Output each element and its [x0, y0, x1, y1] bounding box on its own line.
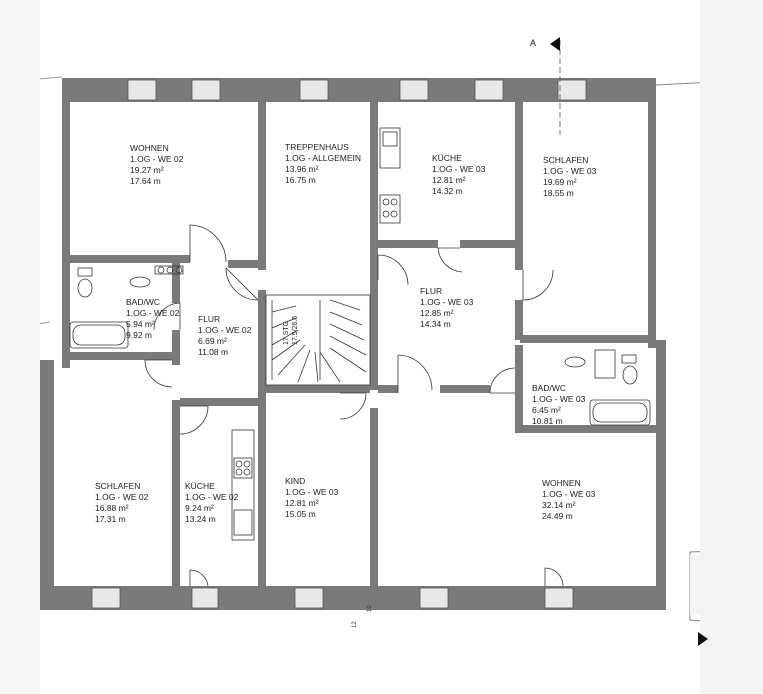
dimension-label-1: 12: [352, 621, 358, 628]
room-area: 13.96 m²: [285, 164, 319, 174]
room-area: 19.69 m²: [543, 177, 577, 187]
staircase: [265, 294, 371, 386]
gray-wash-left: [0, 0, 40, 694]
room-name: FLUR: [198, 314, 221, 324]
room-unit: 1.OG - WE 03: [420, 297, 474, 307]
door-swings: [144, 224, 564, 587]
room-perimeter: 13.24 m: [185, 514, 216, 524]
room-area: 12.85 m²: [420, 308, 454, 318]
room-unit: 1.OG - WE 03: [543, 166, 597, 176]
section-marker-label: A: [530, 38, 537, 48]
room-kueche-we03: KÜCHE 1.OG - WE 03 12.81 m² 14.32 m: [432, 153, 485, 197]
room-name: WOHNEN: [130, 143, 169, 153]
windows: [91, 79, 587, 609]
dimension-label-2: 10: [367, 605, 373, 612]
room-wohnen-we03: WOHNEN 1.OG - WE 03 32.14 m² 24.49 m: [542, 478, 595, 522]
room-schlafen-we02: SCHLAFEN 1.OG - WE 02 16.88 m² 17.31 m: [95, 481, 148, 525]
room-name: TREPPENHAUS: [285, 142, 349, 152]
room-perimeter: 11.08 m: [198, 347, 229, 357]
room-badwc-we02: BAD/WC 1.OG - WE 02 5.94 m² 9.92 m: [126, 297, 179, 341]
room-perimeter: 16.75 m: [285, 175, 316, 185]
room-unit: 1.OG - ALLGEMEIN: [285, 153, 362, 163]
room-area: 16.88 m²: [95, 503, 129, 513]
room-area: 6.45 m²: [532, 405, 561, 415]
room-area: 9.24 m²: [185, 503, 214, 513]
room-name: SCHLAFEN: [543, 155, 589, 165]
room-kueche-we02: KÜCHE 1.OG - WE 02 9.24 m² 13.24 m: [185, 481, 238, 525]
room-perimeter: 17.31 m: [95, 514, 126, 524]
fixtures: [69, 127, 651, 541]
room-unit: 1.OG - WE 02: [126, 308, 180, 318]
room-name: WOHNEN: [542, 478, 581, 488]
room-name: KIND: [285, 476, 306, 486]
room-flur-we03: FLUR 1.OG - WE 03 12.85 m² 14.34 m: [420, 286, 473, 330]
room-area: 32.14 m²: [542, 500, 576, 510]
room-perimeter: 17.64 m: [130, 176, 161, 186]
room-kind-we03: KIND 1.OG - WE 03 12.81 m² 15.05 m: [285, 476, 338, 520]
room-area: 12.81 m²: [285, 498, 319, 508]
room-unit: 1.OG - WE 02: [185, 492, 239, 502]
room-unit: 1.OG - WE 03: [432, 164, 486, 174]
stair-dimension-label: 17.5/26.6: [292, 315, 299, 345]
room-perimeter: 14.32 m: [432, 186, 463, 196]
room-name: KÜCHE: [432, 153, 462, 163]
room-area: 5.94 m²: [126, 319, 155, 329]
room-perimeter: 24.49 m: [542, 511, 573, 521]
room-perimeter: 15.05 m: [285, 509, 316, 519]
room-perimeter: 10.81 m: [532, 416, 563, 426]
stair-count-label: 17 STG: [283, 320, 290, 345]
room-perimeter: 9.92 m: [126, 330, 152, 340]
room-wohnen-we02: WOHNEN 1.OG - WE 02 19.27 m² 17.64 m: [130, 143, 183, 187]
room-perimeter: 18.55 m: [543, 188, 574, 198]
room-name: BAD/WC: [532, 383, 566, 393]
section-arrow-top: [550, 37, 560, 51]
room-unit: 1.OG - WE 02: [130, 154, 184, 164]
gray-wash-right: [700, 0, 763, 694]
room-unit: 1.OG - WE 02: [95, 492, 149, 502]
section-arrow-bottom: [698, 632, 708, 646]
interior-walls: [62, 100, 656, 586]
room-schlafen-we03: SCHLAFEN 1.OG - WE 03 19.69 m² 18.55 m: [543, 155, 596, 199]
room-name: BAD/WC: [126, 297, 160, 307]
room-unit: 1.OG - WE 03: [532, 394, 586, 404]
room-area: 6.69 m²: [198, 336, 227, 346]
room-unit: 1.OG - WE 02: [198, 325, 252, 335]
room-flur-we02: FLUR 1.OG - WE 02 6.69 m² 11.08 m: [198, 314, 251, 358]
room-unit: 1.OG - WE 03: [285, 487, 339, 497]
room-name: KÜCHE: [185, 481, 215, 491]
room-area: 19.27 m²: [130, 165, 164, 175]
room-treppenhaus: TREPPENHAUS 1.OG - ALLGEMEIN 13.96 m² 16…: [285, 142, 361, 186]
room-area: 12.81 m²: [432, 175, 466, 185]
room-name: SCHLAFEN: [95, 481, 141, 491]
room-badwc-we03: BAD/WC 1.OG - WE 03 6.45 m² 10.81 m: [532, 383, 585, 427]
room-unit: 1.OG - WE 03: [542, 489, 596, 499]
room-perimeter: 14.34 m: [420, 319, 451, 329]
room-name: FLUR: [420, 286, 443, 296]
